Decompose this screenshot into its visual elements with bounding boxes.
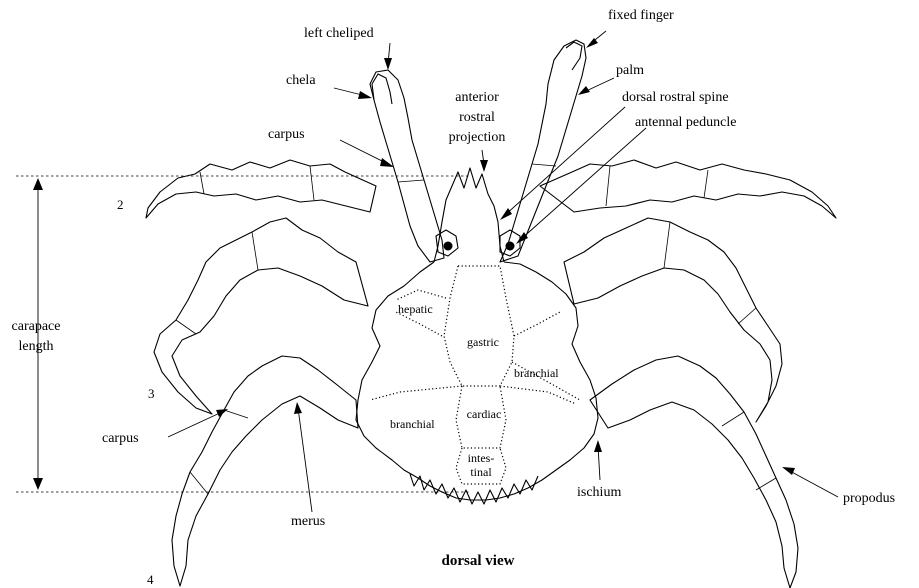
- arrow-antennal-peduncle: [516, 232, 528, 244]
- chelipeds: [370, 40, 586, 262]
- leg-4-left-joint: [190, 472, 208, 494]
- region-hepatic: hepatic: [398, 302, 433, 316]
- label-antennal-peduncle: antennal peduncle: [635, 115, 736, 130]
- arrow-left-cheliped: [384, 58, 392, 70]
- leg-2-left: [146, 160, 376, 218]
- gastric-region-line: [444, 266, 514, 386]
- leg-2-left-joint: [200, 172, 204, 194]
- leg-3-left-joint: [176, 320, 196, 334]
- left-cheliped-joint: [398, 180, 424, 182]
- label-merus: merus: [291, 514, 325, 529]
- propodus-leader: [788, 470, 838, 497]
- leg-4-left-joint: [224, 410, 248, 418]
- label-rostral: rostral: [459, 110, 495, 125]
- carpus-upper-leader: [340, 140, 388, 164]
- left-eye: [444, 242, 453, 251]
- label-chela: chela: [286, 73, 316, 88]
- leg-2-left-joint: [310, 166, 314, 200]
- label-propodus: propodus: [843, 491, 895, 506]
- leg-4-right-joint: [722, 412, 744, 426]
- figure-caption: dorsal view: [442, 553, 515, 569]
- arrowhead-up: [33, 178, 43, 190]
- carapace-length-measure: [16, 176, 470, 492]
- label-carapace: carapace: [12, 319, 61, 334]
- leg-numbers: 2 3 4: [117, 197, 155, 587]
- label-carpus-upper: carpus: [268, 127, 305, 142]
- leg-2-right-joint: [704, 170, 708, 198]
- label-projection: projection: [449, 130, 506, 145]
- label-left-cheliped: left cheliped: [304, 26, 374, 41]
- leg-4-left: [172, 356, 358, 586]
- label-fixed-finger: fixed finger: [608, 8, 674, 23]
- leg-number-4: 4: [147, 572, 154, 587]
- label-carpus-lower: carpus: [102, 431, 139, 446]
- label-anterior: anterior: [455, 90, 499, 105]
- branchial-region-line-right: [512, 312, 580, 400]
- arrow-merus: [294, 402, 302, 414]
- leg-3-right-joint: [738, 308, 756, 324]
- right-cheliped-joint: [532, 164, 556, 166]
- leg-4-right-joint: [756, 478, 776, 490]
- region-cardiac: cardiac: [467, 407, 502, 421]
- arrowhead-down: [33, 478, 43, 490]
- region-gastric: gastric: [467, 335, 499, 349]
- arrow-ischium: [594, 440, 602, 452]
- right-eye: [506, 242, 515, 251]
- left-chela-finger: [372, 74, 392, 104]
- region-intestinal-part-2: tinal: [470, 465, 492, 479]
- label-dorsal-rostral-spine: dorsal rostral spine: [622, 90, 729, 105]
- arrow-chela: [358, 91, 372, 99]
- left-walking-legs: [146, 160, 376, 586]
- leg-2-right: [540, 160, 836, 218]
- leg-3-right: [564, 218, 782, 422]
- arrow-palm: [578, 86, 590, 95]
- carpus-lower-leader: [168, 412, 222, 437]
- region-branchial-left: branchial: [390, 417, 435, 431]
- arrow-anterior-rostral-projection: [480, 160, 488, 172]
- leg-number-2: 2: [117, 197, 124, 212]
- arrow-dorsal-rostral-spine: [500, 208, 512, 220]
- label-length: length: [19, 339, 54, 354]
- region-intestinal-part-1: intes-: [468, 451, 495, 465]
- arrow-propodus: [782, 467, 795, 475]
- right-cheliped: [500, 40, 586, 262]
- leg-2-right-joint: [606, 166, 610, 206]
- leg-3-right-joint: [664, 222, 670, 268]
- region-branchial-right: branchial: [514, 366, 559, 380]
- leg-4-right: [590, 356, 798, 588]
- leg-number-3: 3: [148, 386, 155, 401]
- leg-3-left-joint: [252, 232, 258, 270]
- right-walking-legs: [540, 160, 836, 588]
- arrow-carpus-lower: [216, 409, 228, 417]
- label-palm: palm: [616, 63, 644, 78]
- right-chela-finger: [566, 42, 582, 70]
- label-ischium: ischium: [577, 485, 621, 500]
- merus-leader: [298, 408, 312, 512]
- anatomical-labels: fixed finger left cheliped palm chela an…: [12, 8, 896, 529]
